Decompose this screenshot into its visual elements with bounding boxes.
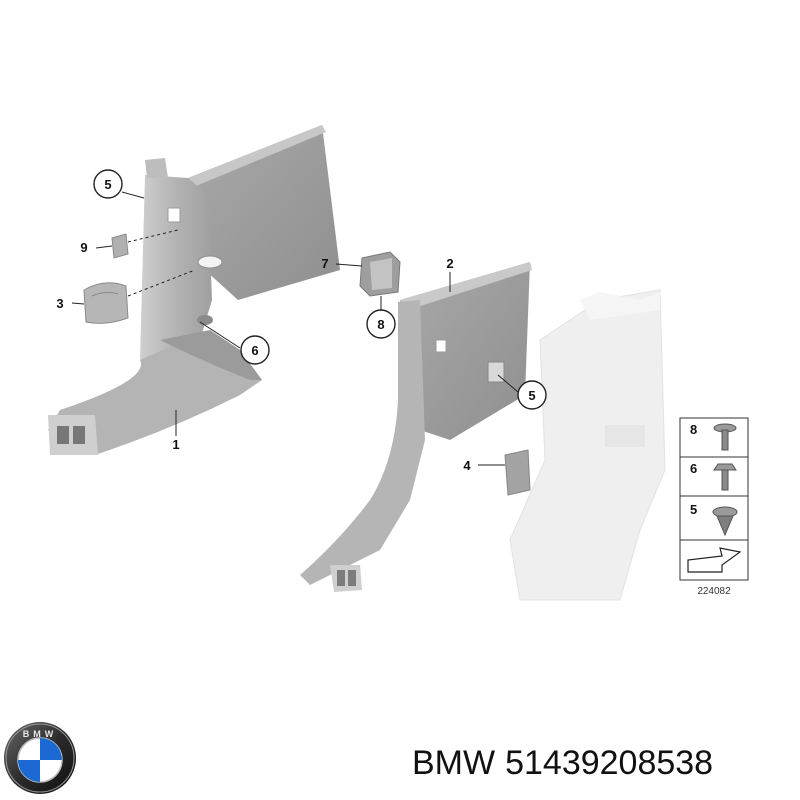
ghost-panel [509,289,666,601]
callout-1: 1 [172,437,179,452]
part-1-pillar-trim [48,125,340,455]
legend-label: 6 [690,461,697,476]
part-9-clip [111,233,129,259]
screw-icon [713,423,737,451]
diagram-code: 224082 [697,586,731,597]
bmw-logo: BMW [4,722,76,794]
clip-icon [712,506,738,537]
part-2-pillar-trim [300,262,532,592]
callout-label: 8 [377,317,384,332]
legend-label: 5 [690,502,697,517]
part-7-clip [359,251,401,297]
callout-label: 6 [251,343,258,358]
callout-label: 2 [446,256,453,271]
callout-6: 6 [240,335,270,365]
callout-label: 1 [172,437,179,452]
logo-lettering: BMW [23,729,58,739]
callout-9: 9 [80,240,87,255]
callout-3: 3 [56,296,63,311]
callout-label: 5 [528,388,535,403]
fastener-legend: 8 6 5 224082 [679,417,749,597]
callout-7: 7 [321,256,328,271]
legend-label: 8 [690,422,697,437]
callout-label: 7 [321,256,328,271]
callout-4: 4 [463,458,471,473]
part-4-cover [504,449,531,496]
assembly-line [127,229,179,243]
callout-5-left: 5 [93,169,123,199]
arrow-icon [687,547,742,573]
callout-5-right: 5 [517,380,547,410]
part-3-bracket [83,282,129,324]
callout-label: 5 [104,177,111,192]
callout-label: 9 [80,240,87,255]
part-number: 51439208538 [505,744,714,782]
brand-label: BMW [412,744,496,782]
screw-icon [713,463,737,491]
callout-8: 8 [366,309,396,339]
callout-2: 2 [446,256,453,271]
callout-label: 3 [56,296,63,311]
callout-label: 4 [463,458,471,473]
leader-lines [71,191,519,466]
